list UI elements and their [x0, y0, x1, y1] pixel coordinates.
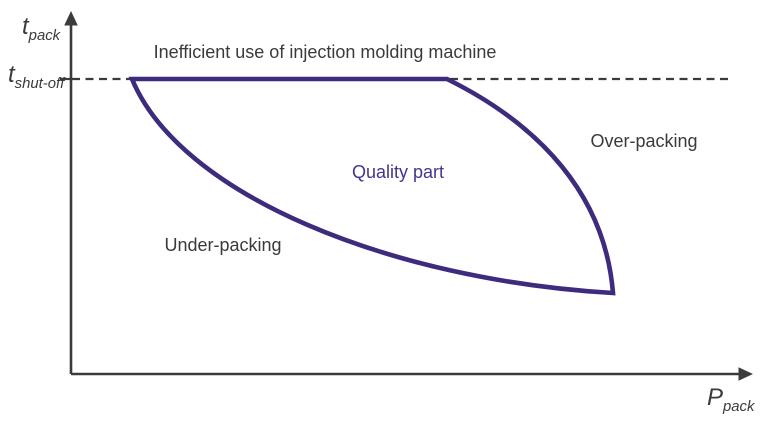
- x-axis-subscript: pack: [723, 398, 755, 415]
- quality-region-outline: [128, 76, 616, 296]
- x-axis-symbol: P: [707, 384, 724, 411]
- label-inefficient-use: Inefficient use of injection molding mac…: [153, 42, 497, 62]
- y-axis-arrowhead: [64, 11, 78, 26]
- label-under-packing: Under-packing: [164, 235, 282, 255]
- y-axis-subscript: pack: [28, 27, 61, 44]
- shutoff-subscript: shut-off: [14, 75, 65, 92]
- shutoff-symbol: t: [8, 61, 15, 88]
- x-axis-label: Ppack: [707, 384, 755, 415]
- shutoff-label: tshut-off: [8, 61, 65, 92]
- label-quality-part: Quality part: [351, 162, 445, 182]
- x-axis-arrowhead: [738, 367, 753, 381]
- y-axis-symbol: t: [22, 13, 29, 40]
- y-axis-label: tpack: [22, 13, 61, 44]
- label-over-packing: Over-packing: [590, 131, 698, 151]
